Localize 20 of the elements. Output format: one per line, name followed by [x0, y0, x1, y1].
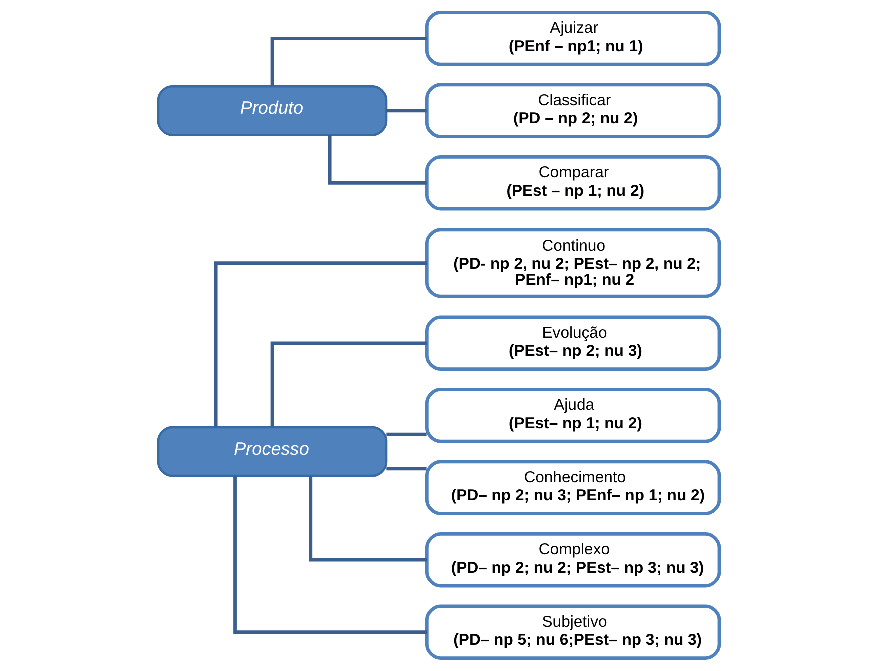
node-box: Conhecimento (PD– np 2; nu 3; PEnf– np 1; nu 2)	[424, 460, 721, 516]
node-box: Subjetivo (PD– np 5; nu 6;PEst– np 3; nu 3)	[424, 604, 721, 660]
node-box: Comparar (PEst – np 1; nu 2)	[424, 155, 721, 211]
node-box: Evolução (PEst– np 2; nu 3)	[424, 316, 721, 372]
node-box: Continuo (PD- np 2, nu 2; PEst– np 2, nu 2; PEnf– np1; nu 2	[424, 228, 721, 298]
connector	[270, 342, 426, 428]
node-box: Complexo (PD– np 2; nu 2; PEst– np 3; nu 3)	[424, 532, 721, 588]
connector	[308, 476, 427, 562]
connector	[386, 467, 426, 471]
node-box: Processo	[156, 426, 388, 478]
connector	[328, 135, 426, 185]
connector	[270, 36, 426, 86]
node-box: Ajuizar (PEnf – np1; nu 1)	[424, 11, 721, 66]
node-box: Ajuda (PEst– np 1; nu 2)	[424, 388, 721, 444]
node-box: Classificar (PD – np 2; nu 2)	[424, 83, 721, 139]
connector	[214, 262, 426, 428]
node-box: Produto	[156, 86, 388, 136]
connector	[386, 432, 426, 436]
connector	[386, 109, 426, 113]
connector	[233, 476, 427, 634]
